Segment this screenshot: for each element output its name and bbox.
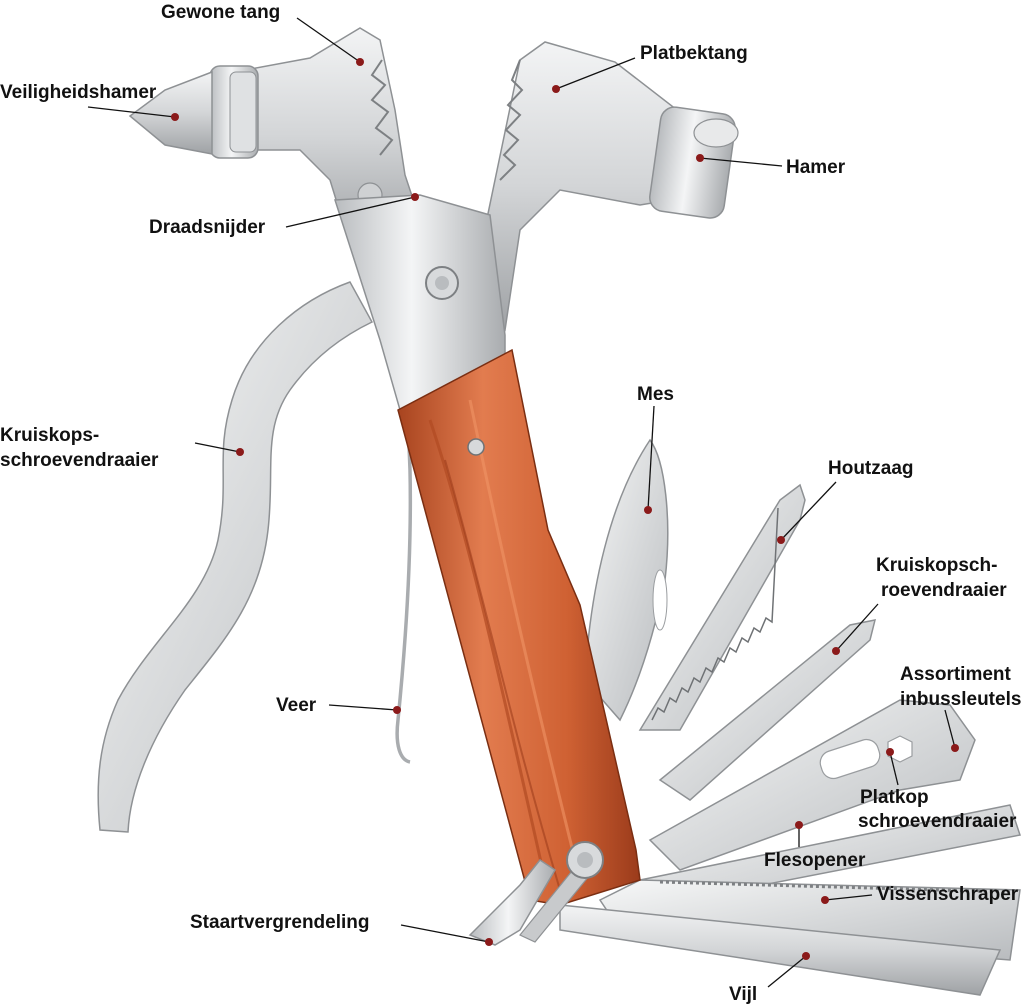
label-kruiskops-line1: Kruiskops- bbox=[0, 425, 99, 446]
callout-mes: Mes bbox=[637, 384, 674, 514]
label-flesopener: Flesopener bbox=[764, 850, 866, 871]
staartvergrendeling-lock bbox=[468, 841, 604, 946]
callout-platkop-schroevendraaier: Platkop schroevendraaier bbox=[858, 748, 1017, 832]
label-staartvergrendeling: Staartvergrendeling bbox=[190, 912, 370, 933]
vijl-blade bbox=[559, 904, 1002, 996]
callout-vissenschraper: Vissenschraper bbox=[821, 884, 1019, 905]
callout-gewone-tang: Gewone tang bbox=[161, 2, 364, 66]
callout-assortiment-inbussleutels: Assortiment inbussleutels bbox=[900, 664, 1021, 752]
left-plier-arm bbox=[97, 281, 374, 833]
gewone-tang-head bbox=[128, 27, 421, 246]
platbektang-teeth bbox=[499, 59, 524, 181]
central-frame bbox=[333, 194, 506, 412]
callout-draadsnijder: Draadsnijder bbox=[149, 193, 419, 238]
label-assortiment-line1: Assortiment bbox=[900, 664, 1012, 685]
callout-houtzaag: Houtzaag bbox=[777, 458, 914, 544]
label-vissenschraper: Vissenschraper bbox=[877, 884, 1019, 905]
callout-flesopener: Flesopener bbox=[764, 821, 866, 871]
callout-hamer: Hamer bbox=[696, 154, 846, 178]
label-platkop-line1: Platkop bbox=[860, 787, 929, 808]
callout-vijl: Vijl bbox=[729, 952, 810, 1005]
callout-veer: Veer bbox=[276, 695, 401, 716]
label-kruiskops-line2: schroevendraaier bbox=[0, 450, 159, 471]
label-veer: Veer bbox=[276, 695, 317, 716]
houtzaag-blade bbox=[638, 483, 806, 731]
label-houtzaag: Houtzaag bbox=[828, 458, 914, 479]
label-hamer: Hamer bbox=[786, 157, 846, 178]
hamer-head bbox=[649, 106, 739, 219]
label-veiligheidshamer: Veiligheidshamer bbox=[0, 82, 157, 103]
label-gewone-tang: Gewone tang bbox=[161, 2, 280, 23]
callout-kruiskops-schroevendraaier: Kruiskops- schroevendraaier bbox=[0, 425, 244, 471]
callout-platbektang: Platbektang bbox=[552, 43, 748, 93]
callout-veiligheidshamer: Veiligheidshamer bbox=[0, 82, 179, 121]
label-platbektang: Platbektang bbox=[640, 43, 748, 64]
handle-screw bbox=[467, 438, 485, 456]
kruiskopsch-blade bbox=[658, 619, 877, 801]
tool-illustration bbox=[97, 27, 1021, 996]
label-kruiskopsch-line1: Kruiskopsch- bbox=[876, 555, 997, 576]
veer-spring bbox=[395, 419, 413, 764]
label-vijl: Vijl bbox=[729, 984, 757, 1005]
callout-kruiskopsch-roevendraaier: Kruiskopsch- roevendraaier bbox=[832, 555, 1007, 655]
callout-staartvergrendeling: Staartvergrendeling bbox=[190, 912, 493, 946]
fanned-tools bbox=[559, 438, 1021, 996]
label-platkop-line2: schroevendraaier bbox=[858, 811, 1017, 832]
label-kruiskopsch-line2: roevendraaier bbox=[881, 580, 1007, 601]
label-assortiment-line2: inbussleutels bbox=[900, 689, 1021, 710]
label-mes: Mes bbox=[637, 384, 674, 405]
label-draadsnijder: Draadsnijder bbox=[149, 217, 266, 238]
